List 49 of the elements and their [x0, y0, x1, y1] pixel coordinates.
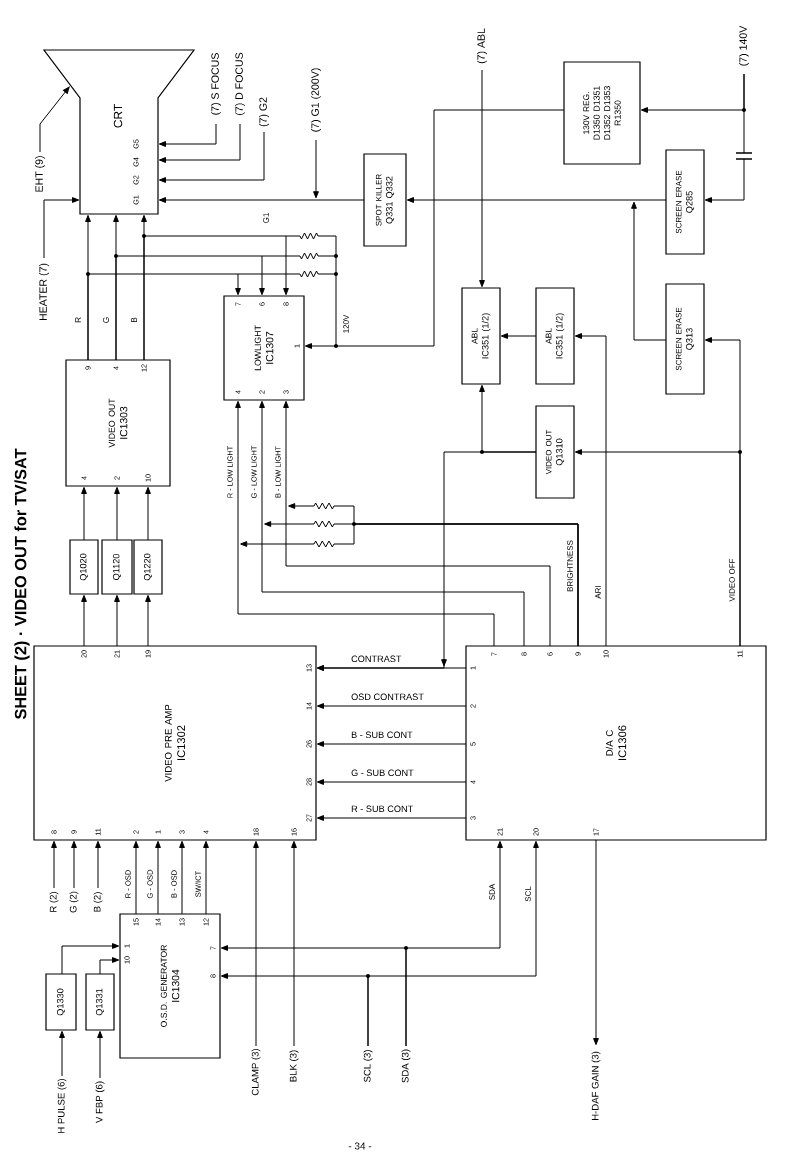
- title: SHEET (2) · VIDEO OUT for TV/SAT: [14, 448, 30, 720]
- arrow: [259, 400, 525, 647]
- arrow: [43, 197, 80, 259]
- arrow: [158, 123, 241, 163]
- arrow: [95, 840, 101, 889]
- arrow: [87, 273, 241, 361]
- arrow: [203, 840, 209, 915]
- arrow: [81, 486, 87, 541]
- arrow: [235, 400, 495, 647]
- arrow: [143, 235, 289, 361]
- arrow: [313, 139, 319, 199]
- arrow: [114, 486, 120, 541]
- arrow: [631, 201, 667, 341]
- arrow: [220, 973, 369, 1047]
- arrow: [704, 73, 745, 203]
- arrow: [253, 840, 259, 1047]
- arrow: [114, 594, 120, 647]
- arrow: [145, 486, 151, 541]
- arrow: [59, 1030, 65, 1077]
- arrow: [316, 665, 467, 671]
- arrow: [220, 945, 407, 1047]
- arrow: [61, 943, 120, 975]
- arrow: [500, 333, 537, 339]
- arrow: [99, 957, 120, 975]
- arrow: [179, 840, 185, 915]
- arrow: [133, 840, 139, 915]
- arrow: [145, 594, 151, 647]
- arrow: [291, 840, 297, 1047]
- arrow: [39, 86, 70, 153]
- arrow: [316, 779, 467, 785]
- arrow: [158, 123, 217, 147]
- arrow: [316, 703, 467, 709]
- arrow: [97, 1030, 103, 1079]
- arrow: [283, 400, 551, 647]
- arrow: [71, 840, 77, 889]
- arrow: [593, 839, 599, 1046]
- arrow: [155, 840, 161, 915]
- arrow: [479, 69, 485, 288]
- arrow: [115, 255, 265, 361]
- arrow: [574, 333, 607, 647]
- arrow: [316, 741, 467, 747]
- arrow: [406, 197, 667, 203]
- arrow: [158, 131, 265, 183]
- arrow: [304, 109, 565, 349]
- arrow: [316, 815, 467, 821]
- arrow: [158, 197, 365, 203]
- arrow: [704, 337, 741, 647]
- arrow: [81, 594, 87, 647]
- arrow: [51, 840, 57, 889]
